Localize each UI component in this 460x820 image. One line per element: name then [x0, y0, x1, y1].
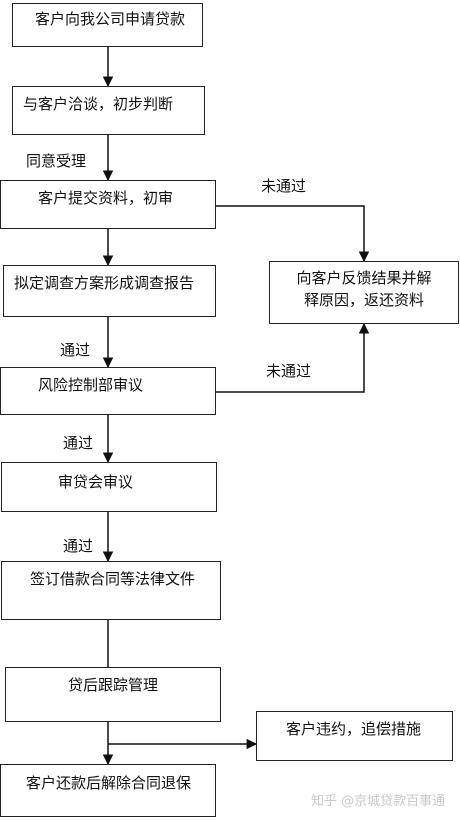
label-fail-1: 未通过 [261, 177, 307, 195]
default-box-text: 客户违约，追偿措施 [286, 720, 422, 738]
step-submit-text: 客户提交资料，初审 [38, 189, 174, 207]
arrow-risk-feedback [216, 322, 370, 393]
step-contract-text: 签订借款合同等法律文件 [30, 570, 196, 588]
step-post-loan: 贷后跟踪管理 [5, 667, 221, 722]
step-post-loan-text: 贷后跟踪管理 [68, 676, 159, 694]
watermark: 知乎 @京城贷款百事通 [311, 794, 446, 809]
arrow-submit-feedback [216, 205, 370, 263]
feedback-box: 向客户反馈结果并解 释原因，返还资料 [269, 261, 459, 324]
label-fail-2: 未通过 [266, 362, 312, 380]
label-pass-3: 通过 [63, 537, 94, 555]
step-survey: 拟定调查方案形成调查报告 [3, 265, 216, 317]
step-apply: 客户向我公司申请贷款 [12, 3, 203, 47]
default-box: 客户违约，追偿措施 [256, 711, 453, 761]
step-risk-text: 风险控制部审议 [38, 376, 144, 394]
label-pass-1: 通过 [60, 341, 91, 359]
step-repay: 客户还款后解除合同退保 [0, 764, 216, 817]
step-consult-text: 与客户洽谈，初步判断 [23, 95, 174, 113]
step-submit: 客户提交资料，初审 [0, 180, 216, 229]
step-survey-text: 拟定调查方案形成调查报告 [14, 274, 195, 292]
step-risk: 风险控制部审议 [0, 367, 216, 415]
feedback-line-1: 向客户反馈结果并解 [296, 269, 432, 287]
label-pass-2: 通过 [63, 434, 94, 452]
step-repay-text: 客户还款后解除合同退保 [26, 774, 192, 792]
step-committee-text: 审贷会审议 [58, 473, 134, 491]
label-accept: 同意受理 [26, 152, 87, 170]
step-contract: 签订借款合同等法律文件 [1, 561, 221, 620]
feedback-line-2: 释原因，返还资料 [303, 290, 424, 309]
step-apply-text: 客户向我公司申请贷款 [35, 10, 186, 28]
step-committee: 审贷会审议 [1, 462, 217, 512]
step-consult: 与客户洽谈，初步判断 [12, 86, 205, 135]
